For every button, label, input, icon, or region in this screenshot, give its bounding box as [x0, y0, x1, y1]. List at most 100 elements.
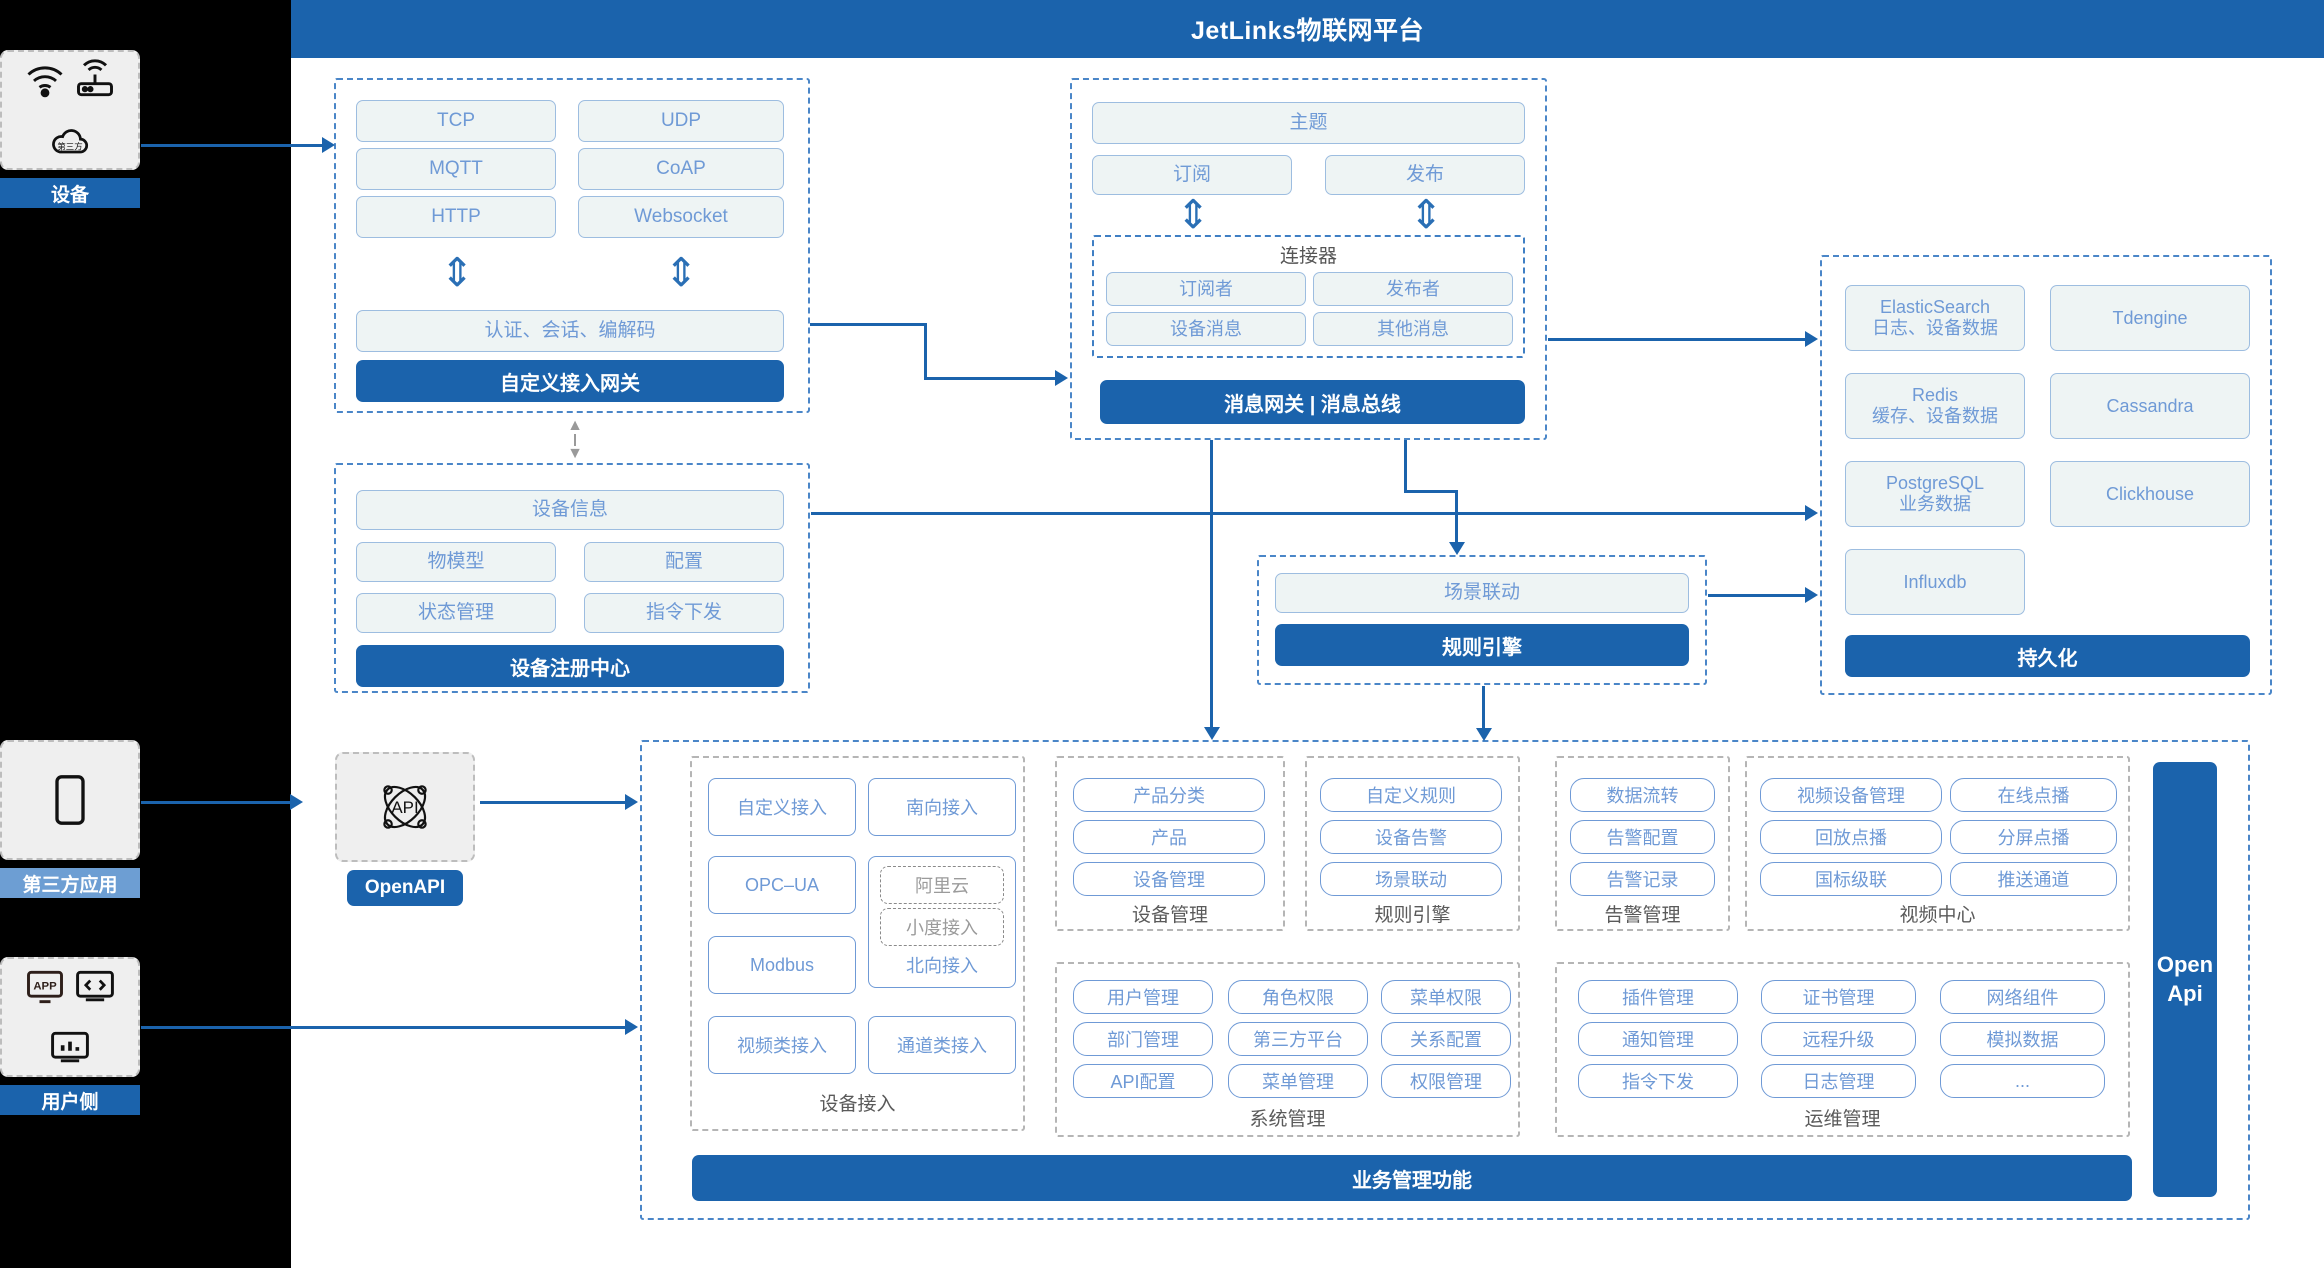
am-alarm-record[interactable]: 告警记录 — [1570, 862, 1715, 896]
device-access-northbound-label: 北向接入 — [906, 956, 978, 976]
code-window-icon — [76, 970, 114, 1001]
registry-state-mgmt[interactable]: 状态管理 — [356, 593, 556, 633]
openapi-label[interactable]: OpenAPI — [347, 870, 463, 906]
om-command-dispatch[interactable]: 指令下发 — [1578, 1064, 1738, 1098]
device-access-southbound[interactable]: 南向接入 — [868, 778, 1016, 836]
store-clickhouse[interactable]: Clickhouse — [2050, 461, 2250, 527]
rule-engine-scene-linkage[interactable]: 场景联动 — [1275, 573, 1689, 613]
sm-role-permission[interactable]: 角色权限 — [1228, 980, 1368, 1014]
registry-config[interactable]: 配置 — [584, 542, 784, 582]
device-access-xiaodu[interactable]: 小度接入 — [880, 908, 1004, 946]
protocol-coap[interactable]: CoAP — [578, 148, 784, 190]
protocol-udp[interactable]: UDP — [578, 100, 784, 142]
group-video-center — [1745, 756, 2130, 931]
connector-publisher[interactable]: 发布者 — [1313, 272, 1513, 306]
connector-subscriber[interactable]: 订阅者 — [1106, 272, 1306, 306]
vc-split-screen-play[interactable]: 分屏点播 — [1950, 820, 2117, 854]
device-access-modbus[interactable]: Modbus — [708, 936, 856, 994]
protocol-mqtt[interactable]: MQTT — [356, 148, 556, 190]
registry-device-info[interactable]: 设备信息 — [356, 490, 784, 530]
topic-chip[interactable]: 主题 — [1092, 102, 1525, 144]
registry-thing-model[interactable]: 物模型 — [356, 542, 556, 582]
sm-permission-management[interactable]: 权限管理 — [1381, 1064, 1511, 1098]
line-bus-to-rule-c — [1455, 490, 1458, 545]
store-cassandra[interactable]: Cassandra — [2050, 373, 2250, 439]
om-cert-management[interactable]: 证书管理 — [1761, 980, 1916, 1014]
device-access-aliyun[interactable]: 阿里云 — [880, 866, 1004, 904]
store-postgresql-name: PostgreSQL — [1885, 473, 1985, 494]
om-log-management[interactable]: 日志管理 — [1761, 1064, 1916, 1098]
protocol-websocket[interactable]: Websocket — [578, 196, 784, 238]
re-custom-rule[interactable]: 自定义规则 — [1320, 778, 1502, 812]
am-alarm-config[interactable]: 告警配置 — [1570, 820, 1715, 854]
line-openapi-to-business — [480, 801, 628, 804]
protocol-tcp[interactable]: TCP — [356, 100, 556, 142]
rail-device-label: 设备 — [0, 178, 140, 208]
om-more[interactable]: ... — [1940, 1064, 2105, 1098]
line-gateway-to-bus-b — [924, 323, 927, 380]
svg-text:API: API — [391, 798, 418, 817]
openapi-vertical-line1: Open — [2156, 951, 2214, 977]
group-device-access — [690, 756, 1025, 1131]
sm-api-config[interactable]: API配置 — [1073, 1064, 1213, 1098]
store-postgresql[interactable]: PostgreSQL 业务数据 — [1845, 461, 2025, 527]
gateway-registry-bidirectional-arrow-icon: ▲▼ — [567, 417, 583, 462]
gateway-codec-chip[interactable]: 认证、会话、编解码 — [356, 310, 784, 352]
device-access-channel[interactable]: 通道类接入 — [868, 1016, 1016, 1074]
subscribe-chip[interactable]: 订阅 — [1092, 155, 1292, 195]
sm-menu-management[interactable]: 菜单管理 — [1228, 1064, 1368, 1098]
sm-menu-permission[interactable]: 菜单权限 — [1381, 980, 1511, 1014]
vc-video-device-management[interactable]: 视频设备管理 — [1760, 778, 1942, 812]
om-remote-upgrade[interactable]: 远程升级 — [1761, 1022, 1916, 1056]
connector-device-message[interactable]: 设备消息 — [1106, 312, 1306, 346]
openapi-vertical-bar[interactable]: Open Api — [2153, 762, 2217, 1197]
sm-department-management[interactable]: 部门管理 — [1073, 1022, 1213, 1056]
vc-push-channel[interactable]: 推送通道 — [1950, 862, 2117, 896]
sm-relation-config[interactable]: 关系配置 — [1381, 1022, 1511, 1056]
om-plugin-management[interactable]: 插件管理 — [1578, 980, 1738, 1014]
am-data-forward[interactable]: 数据流转 — [1570, 778, 1715, 812]
device-access-video[interactable]: 视频类接入 — [708, 1016, 856, 1074]
line-gateway-to-bus-c — [924, 377, 1058, 380]
device-access-opcua[interactable]: OPC–UA — [708, 856, 856, 914]
rail-device: 第三方 设备 — [0, 50, 140, 208]
store-influxdb[interactable]: Influxdb — [1845, 549, 2025, 615]
connector-other-message[interactable]: 其他消息 — [1313, 312, 1513, 346]
openapi-node[interactable]: API OpenAPI — [335, 752, 475, 906]
device-access-custom[interactable]: 自定义接入 — [708, 778, 856, 836]
business-section-group — [640, 740, 2250, 1220]
dm-device-management[interactable]: 设备管理 — [1073, 862, 1265, 896]
group-caption-alarm-management: 告警管理 — [1604, 904, 1681, 926]
protocol-http[interactable]: HTTP — [356, 196, 556, 238]
re-device-alarm[interactable]: 设备告警 — [1320, 820, 1502, 854]
dm-product[interactable]: 产品 — [1073, 820, 1265, 854]
store-redis[interactable]: Redis 缓存、设备数据 — [1845, 373, 2025, 439]
om-network-component[interactable]: 网络组件 — [1940, 980, 2105, 1014]
registry-command-dispatch[interactable]: 指令下发 — [584, 593, 784, 633]
dm-product-category[interactable]: 产品分类 — [1073, 778, 1265, 812]
access-gateway-group — [334, 78, 810, 413]
dashboard-chart-icon — [51, 1031, 89, 1062]
openapi-icon-box: API — [335, 752, 475, 862]
vc-online-play[interactable]: 在线点播 — [1950, 778, 2117, 812]
arrow-openapi-to-business — [625, 794, 638, 810]
publish-chip[interactable]: 发布 — [1325, 155, 1525, 195]
device-access-northbound-box[interactable] — [868, 856, 1016, 988]
vc-playback[interactable]: 回放点播 — [1760, 820, 1942, 854]
om-mock-data[interactable]: 模拟数据 — [1940, 1022, 2105, 1056]
api-atom-icon: API — [383, 785, 427, 829]
sm-user-management[interactable]: 用户管理 — [1073, 980, 1213, 1014]
router-icon — [77, 58, 113, 96]
device-registry-group — [334, 463, 810, 693]
mobile-phone-icon — [55, 775, 85, 825]
store-tdengine[interactable]: Tdengine — [2050, 285, 2250, 351]
line-bus-to-business — [1210, 440, 1213, 730]
re-scene-linkage[interactable]: 场景联动 — [1320, 862, 1502, 896]
vc-gb-cascade[interactable]: 国标级联 — [1760, 862, 1942, 896]
line-rule-to-persistence — [1708, 594, 1808, 597]
om-notify-management[interactable]: 通知管理 — [1578, 1022, 1738, 1056]
line-bus-to-persistence — [1548, 338, 1808, 341]
store-elasticsearch[interactable]: ElasticSearch 日志、设备数据 — [1845, 285, 2025, 351]
sm-third-party-platform[interactable]: 第三方平台 — [1228, 1022, 1368, 1056]
